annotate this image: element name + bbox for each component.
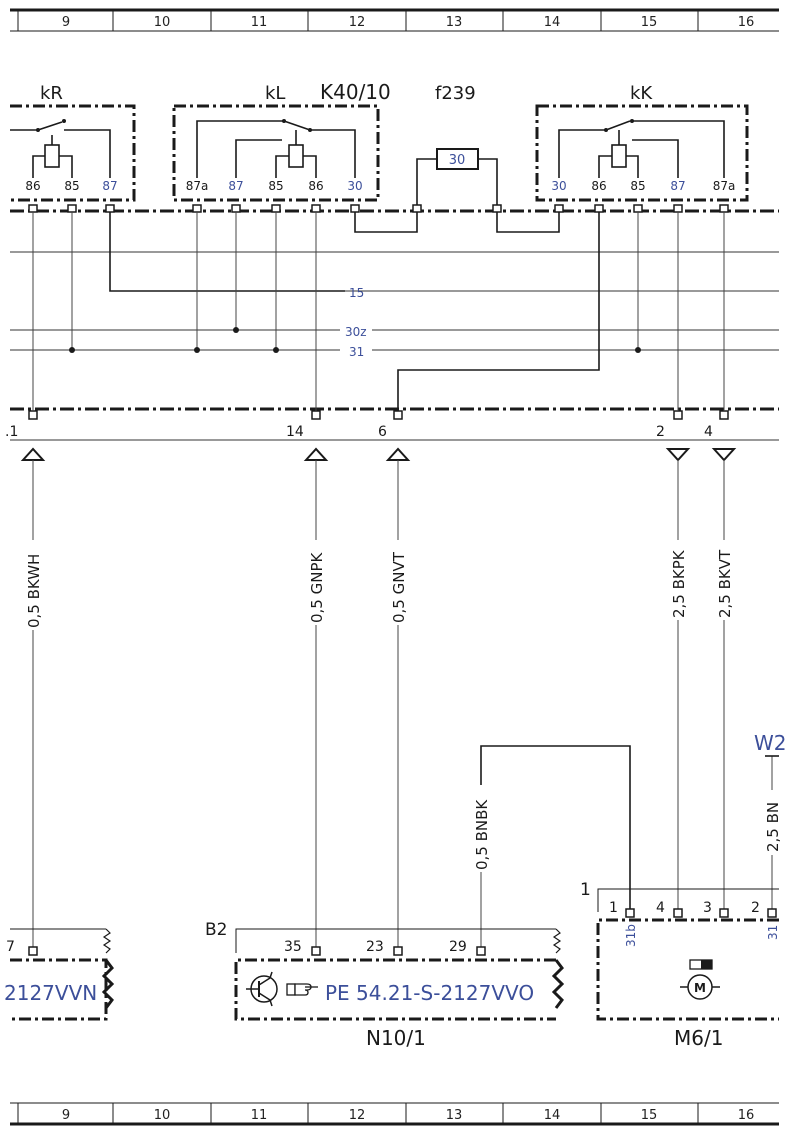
kl-pin-85: 85 [268,179,283,193]
grid-number-bottom: 15 [641,1108,658,1123]
grid-number-bottom: 16 [738,1108,755,1123]
ground-ref-w2: W2 [754,731,787,755]
grid-number-bottom: 13 [446,1108,463,1123]
grid-number-top: 11 [251,15,268,30]
wire-label-bkpk: 2,5 BKPK [670,549,688,618]
motor-unit-m6-1: 1 1 4 3 2 31b 31 M M6/1 [580,880,780,1050]
wire-label-bnbk: 0,5 BNBK [473,799,491,870]
grid-number-bottom: 14 [544,1108,561,1123]
relay-kk-contacts [558,119,725,178]
fuse-name: f239 [435,83,476,104]
bottom-grid-ruler: 9 10 11 12 13 14 15 16 [10,1102,779,1126]
bus-label-30z: 30z [345,325,367,339]
kk-pin-87: 87 [670,179,685,193]
reference-hand-icon [286,983,318,996]
grid-number-bottom: 11 [251,1108,268,1123]
wire-label-bn: 2,5 BN [764,802,782,852]
connector-pin-4: 4 [704,424,713,440]
kr-pin-85: 85 [64,179,79,193]
kk-pin-30: 30 [551,179,566,193]
grid-number-bottom: 9 [62,1108,70,1123]
kr-pin-87: 87 [102,179,117,193]
n10-pin-23: 23 [366,939,384,955]
grid-number-top: 13 [446,15,463,30]
m6-sub-31b: 31b [624,924,638,947]
connector-pin-6: 6 [378,424,387,440]
fuse-f239: f239 30 [354,83,560,233]
grid-number-top: 16 [738,15,755,30]
wire-label-gnvt: 0,5 GNVT [390,551,408,623]
n10-name: N10/1 [366,1026,426,1050]
top-grid-ruler: 9 10 11 12 13 14 15 16 [10,8,779,32]
n10-sub-b2: B2 [205,920,227,940]
relay-kk-label: kK [630,83,653,104]
m6-pin-1: 1 [609,900,618,916]
m6-pin-2: 2 [751,900,760,916]
grid-number-bottom: 10 [154,1108,171,1123]
kl-pin-30: 30 [347,179,362,193]
wire-label-gnpk: 0,5 GNPK [308,551,326,623]
m6-pin-4: 4 [656,900,665,916]
m6-name: M6/1 [674,1026,723,1050]
kk-pin-87a: 87a [713,179,736,193]
relay-kr-contacts [10,119,111,178]
motor-icon: M [680,959,720,1000]
connector-pin-2: 2 [656,424,665,440]
connector-pin-14: 14 [286,424,304,440]
wire-label-bkwh: 0,5 BKWH [25,554,43,628]
grid-number-top: 15 [641,15,658,30]
n10-pin-29: 29 [449,939,467,955]
grid-number-bottom: 12 [349,1108,366,1123]
wire-runs [32,460,779,947]
kr-pin-86: 86 [25,179,40,193]
fuse-value: 30 [449,153,466,168]
kl-pin-87: 87 [228,179,243,193]
kl-pin-87a: 87a [186,179,209,193]
connector-pin-1: .1 [5,424,18,440]
control-unit-n10-1: 7 2127VVN B2 35 23 29 PE 54.21-S-2 [4,920,565,1050]
transistor-icon [246,971,278,1007]
grid-number-top: 12 [349,15,366,30]
m6-number: 1 [580,880,591,900]
relay-kr-label: kR [40,83,63,104]
bus-label-31: 31 [349,345,364,359]
connector-strip: .1 14 6 2 4 [5,212,779,462]
n10-reference: PE 54.21-S-2127VVO [325,981,534,1005]
left-unit-ref: 2127VVN [4,981,97,1005]
kk-pin-85: 85 [630,179,645,193]
left-unit-pin-7: 7 [6,939,15,955]
relay-kl-label: kL [265,83,285,104]
motor-symbol-letter: M [694,981,706,995]
grid-number-top: 14 [544,15,561,30]
relay-module-k40-10: kR kL K40/10 kK 86 85 87 [10,80,779,213]
wire-label-bkvt: 2,5 BKVT [716,549,734,618]
n10-pin-35: 35 [284,939,302,955]
kl-pin-86: 86 [308,179,323,193]
bus-lines: 15 30z 31 [10,212,779,408]
kk-pin-86: 86 [591,179,606,193]
m6-pin-3: 3 [703,900,712,916]
m6-sub-31: 31 [766,925,780,940]
grid-number-top: 10 [154,15,171,30]
grid-number-top: 9 [62,15,70,30]
bus-label-15: 15 [349,286,364,300]
relay-module-name: K40/10 [320,80,391,104]
relay-kl-contacts [196,119,356,178]
